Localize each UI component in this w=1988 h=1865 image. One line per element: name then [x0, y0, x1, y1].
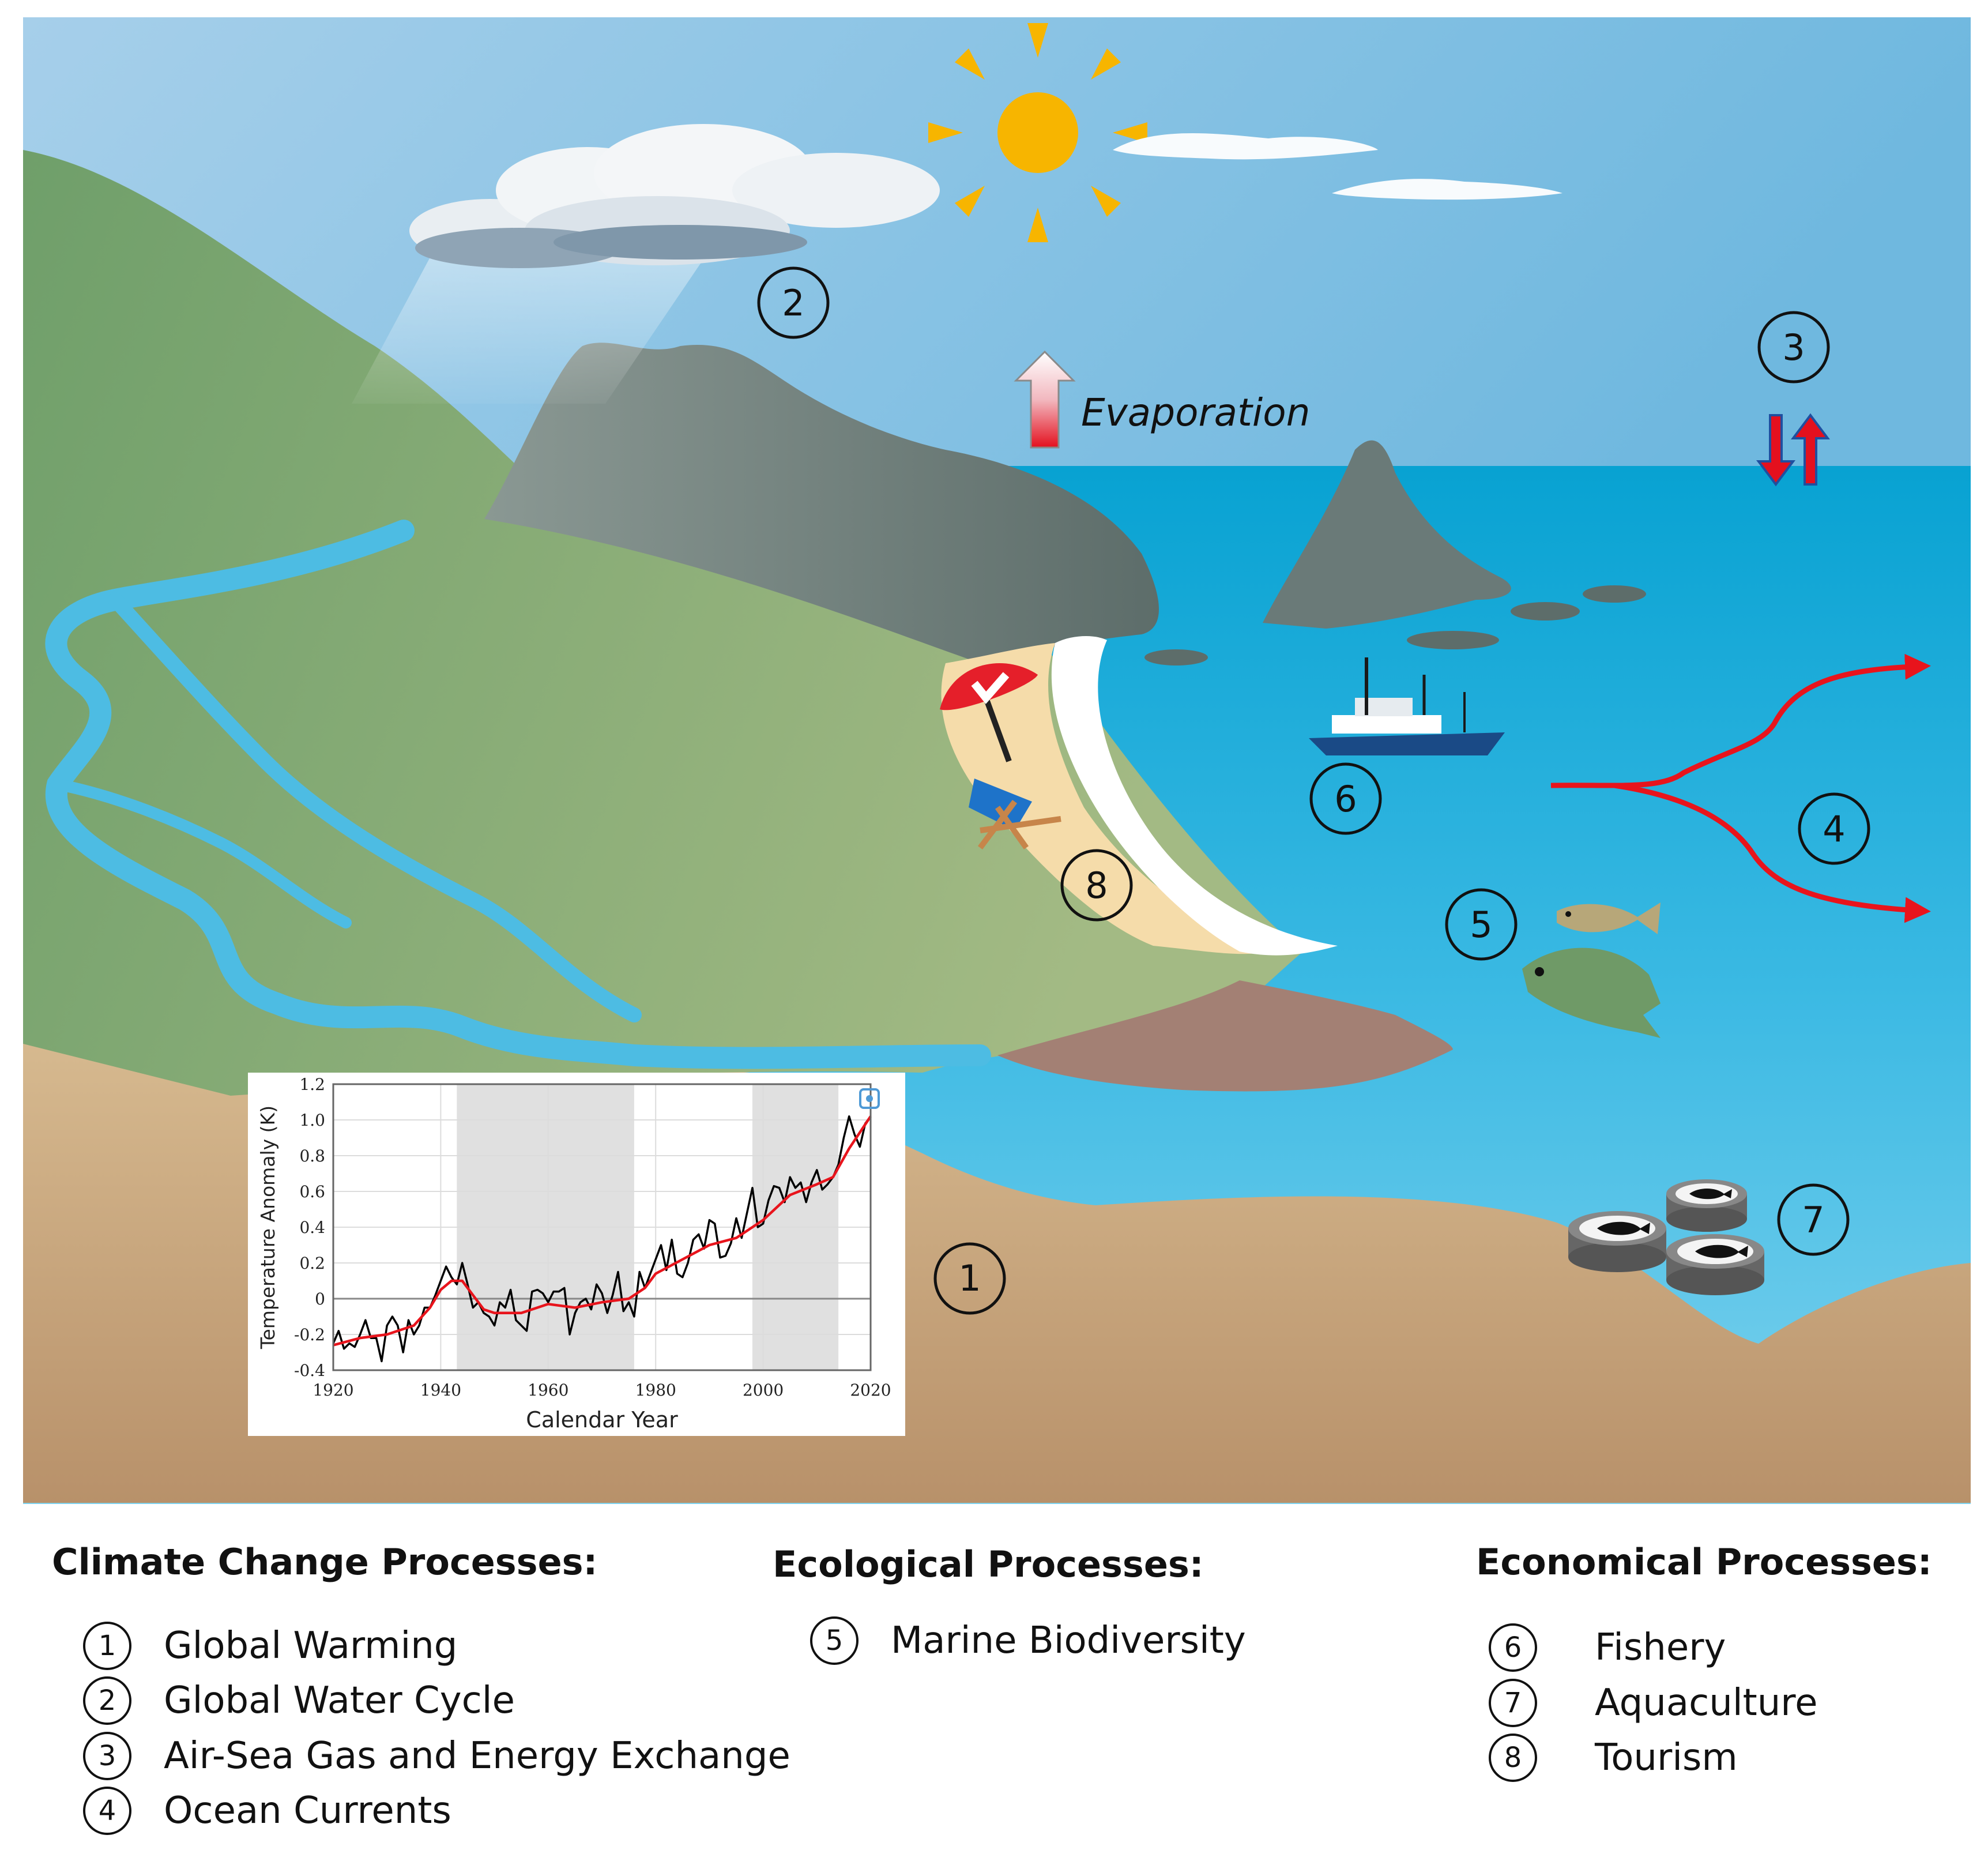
legend-num: 4 [83, 1787, 131, 1835]
green-hills [23, 150, 1303, 1096]
legend-item-tourism: 8 Tourism [1489, 1734, 1738, 1782]
white-cloud [1332, 179, 1562, 200]
legend-num: 7 [1489, 1679, 1537, 1727]
svg-text:3: 3 [1782, 326, 1805, 369]
temperature-anomaly-chart: 1920 1940 1960 1980 2000 2020 -0.4 -0.2 0 0.2 0.4… [248, 1073, 905, 1436]
legend-num: 1 [83, 1622, 131, 1670]
marker-5: 5 [1445, 888, 1518, 961]
legend-num: 2 [83, 1676, 131, 1725]
marker-1: 1 [933, 1242, 1006, 1315]
chart-x-ticks: 1920 1940 1960 1980 2000 2020 [312, 1381, 891, 1400]
legend-label: Global Water Cycle [164, 1679, 515, 1722]
svg-text:6: 6 [1334, 778, 1357, 820]
legend-num: 8 [1489, 1734, 1537, 1782]
chart-y-tick-label: 0.4 [299, 1218, 325, 1237]
legend-label: Fishery [1595, 1626, 1726, 1669]
sea-rock [1144, 649, 1208, 665]
chart-y-tick-label: 1.0 [299, 1111, 325, 1130]
sea-rock [1407, 631, 1499, 649]
legend-economical-title: Economical Processes: [1476, 1541, 1932, 1583]
chart-plot-frame [332, 1083, 872, 1371]
legend-item-global-warming: 1 Global Warming [83, 1622, 457, 1670]
sun-icon [928, 23, 1147, 242]
fullscreen-icon[interactable] [859, 1088, 880, 1109]
marker-7: 7 [1777, 1183, 1850, 1256]
legend-label: Aquaculture [1595, 1682, 1818, 1724]
svg-text:1: 1 [958, 1257, 981, 1299]
chart-x-tick-label: 2020 [850, 1381, 891, 1400]
chart-y-tick-label: 0.6 [299, 1182, 325, 1201]
marker-6: 6 [1309, 762, 1382, 835]
chart-x-tick-label: 1940 [420, 1381, 461, 1400]
mountain [484, 343, 1159, 663]
svg-text:4: 4 [1823, 808, 1845, 850]
ocean-current-arrows-icon [1550, 653, 1931, 923]
beach [941, 643, 1268, 954]
legend-label: Tourism [1595, 1736, 1738, 1779]
chart-x-tick-label: 2000 [743, 1381, 784, 1400]
legend-ecological-title: Ecological Processes: [773, 1543, 1204, 1585]
svg-text:5: 5 [1470, 904, 1492, 946]
chart-y-tick-label: -0.4 [294, 1361, 325, 1380]
legend-label: Marine Biodiversity [891, 1619, 1246, 1662]
chart-series-annual-line [332, 1115, 872, 1363]
legend-num: 6 [1489, 1623, 1537, 1672]
fish-icon [1522, 947, 1661, 1038]
air-sea-exchange-arrows-icon [1756, 413, 1830, 487]
sea-rock [1583, 585, 1646, 603]
chart-y-tick-label: 0.8 [299, 1146, 325, 1165]
legend-item-aquaculture: 7 Aquaculture [1489, 1679, 1818, 1727]
chart-y-tick-label: 1.2 [299, 1075, 325, 1094]
river [45, 520, 991, 1069]
svg-text:8: 8 [1085, 864, 1108, 907]
chart-series [332, 1115, 872, 1363]
legend-label: Air-Sea Gas and Energy Exchange [164, 1735, 790, 1777]
chart-x-tick-label: 1980 [635, 1381, 676, 1400]
white-cloud [1113, 133, 1378, 160]
river-branch [108, 592, 642, 1022]
evaporation-arrow-icon [1014, 350, 1076, 449]
river-branch-2 [52, 779, 352, 928]
surf [1051, 636, 1338, 956]
chart-x-tick-label: 1920 [312, 1381, 353, 1400]
legend-climate-title: Climate Change Processes: [52, 1541, 598, 1583]
beach-umbrella-icon [940, 663, 1038, 762]
chart-x-tick-label: 1960 [528, 1381, 568, 1400]
sea-rock [1511, 602, 1580, 621]
legend-num: 3 [83, 1732, 131, 1780]
rain-cloud [352, 124, 940, 404]
svg-text:7: 7 [1802, 1199, 1824, 1241]
chart-y-ticks: -0.4 -0.2 0 0.2 0.4 0.6 0.8 1.0 1.2 [294, 1075, 325, 1380]
aquaculture-pens-icon [1568, 1179, 1764, 1295]
marker-2: 2 [757, 266, 830, 339]
sea-stack [1263, 440, 1511, 629]
chart-y-tick-label: -0.2 [294, 1325, 325, 1344]
legend-item-ocean-currents: 4 Ocean Currents [83, 1787, 451, 1835]
legend-label: Ocean Currents [164, 1789, 451, 1832]
marker-8: 8 [1060, 849, 1133, 922]
fish-icon [1557, 903, 1661, 934]
rocky-shore [997, 980, 1453, 1092]
legend-item-water-cycle: 2 Global Water Cycle [83, 1676, 515, 1725]
chart-y-tick-label: 0 [315, 1289, 325, 1308]
legend-num: 5 [810, 1616, 859, 1665]
chart-y-tick-label: 0.2 [299, 1254, 325, 1273]
beach-chair-icon [969, 779, 1061, 849]
legend-item-marine-biodiversity: 5 Marine Biodiversity [810, 1616, 1246, 1665]
legend-item-fishery: 6 Fishery [1489, 1623, 1726, 1672]
marker-4: 4 [1798, 792, 1870, 865]
marker-3: 3 [1757, 311, 1830, 383]
svg-text:2: 2 [782, 282, 804, 324]
evaporation-label: Evaporation [1081, 390, 1310, 435]
chart-y-axis-label: Temperature Anomaly (K) [257, 1106, 279, 1349]
chart-series-smoothed-line [333, 1115, 872, 1347]
legend-label: Global Warming [164, 1625, 458, 1667]
legend-item-air-sea-exchange: 3 Air-Sea Gas and Energy Exchange [83, 1732, 790, 1780]
chart-x-axis-label: Calendar Year [526, 1407, 678, 1432]
fishing-boat-icon [1309, 657, 1505, 755]
